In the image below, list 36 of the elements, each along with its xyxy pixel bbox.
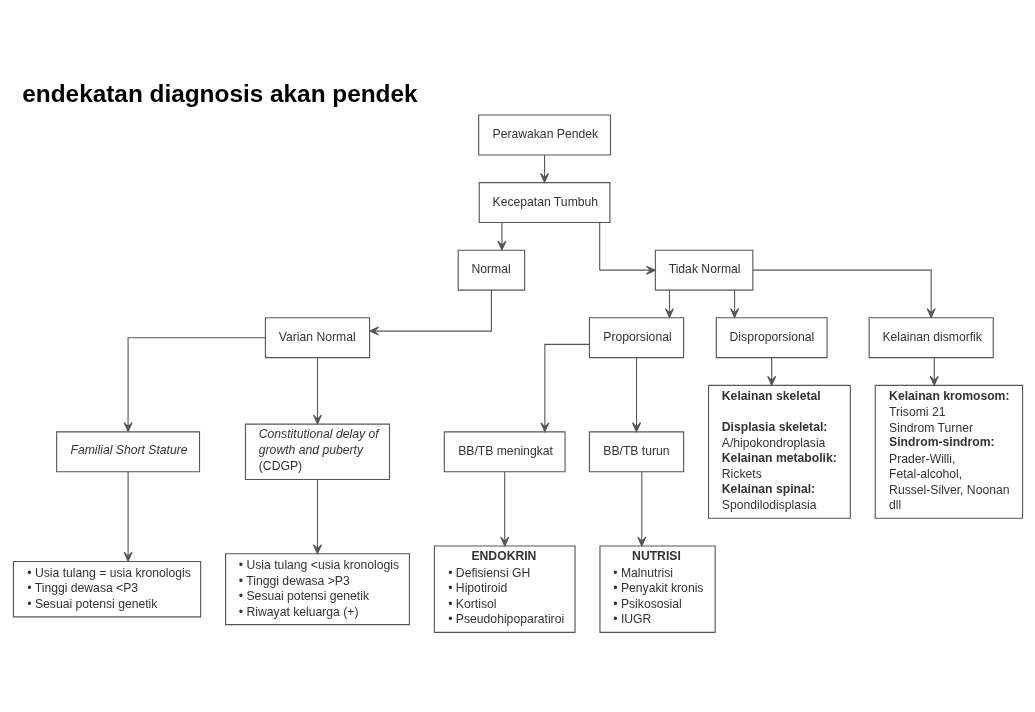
arrow [499,471,509,547]
node-box: Tidak Normal [654,249,753,291]
arrow [664,289,674,318]
arrow [539,154,549,183]
diagram-title: endekatan diagnosis akan pendek [21,80,418,108]
arrow [729,289,739,318]
arrow [636,471,646,547]
arrow [631,357,641,433]
arrow [752,269,936,318]
node-box: Kelainan dismorfik [868,317,994,359]
node-box: Normal [457,249,525,291]
node-box: Kelainan skeletal Displasia skeletal: A/hipokondroplasia Kelainan metabolik: Rickets Kelainan spinal: Spondilodisplasia [707,384,851,519]
arrow [312,479,322,555]
arrow [123,337,266,432]
arrow [766,357,776,386]
node-box: • Usia tulang = usia kronologis • Tinggi dewasa <P3 • Sesuai potensi genetik [12,560,201,618]
node-box: Constitutional delay of growth and puberty (CDGP) [244,423,390,481]
arrow [539,343,590,433]
arrow [496,222,506,251]
node-box: Disproporsional [715,317,828,359]
node-box: NUTRISI • Malnutrisi • Penyakit kronis • Psikososial • IUGR [598,545,716,633]
arrow [312,357,322,425]
node-box: • Usia tulang <usia kronologis • Tinggi dewasa >P3 • Sesuai potensi genetik • Riwayat keluarga (+) [224,553,410,626]
node-box: Perawakan Pendek [477,114,611,156]
node-box: Varian Normal [264,317,370,359]
node-box: Kecepatan Tumbuh [478,182,610,224]
arrow [368,289,492,336]
node-box: Familial Short Stature [55,431,200,473]
arrow [929,357,939,386]
arrow [598,222,656,275]
node-box: Kelainan kromosom: Trisomi 21 Sindrom Turner Sindrom-sindrom: Prader-Willi, Fetal-alcohol, Russel-Silver, Noonan dll [874,384,1023,519]
node-box: BB/TB meningkat [443,431,566,473]
node-box: Proporsional [588,317,684,359]
arrow [123,471,133,562]
node-box: ENDOKRIN • Defisiensi GH • Hipotiroid • Kortisol • Pseudohipoparatiroi [433,545,576,633]
node-box: BB/TB turun [588,431,684,473]
